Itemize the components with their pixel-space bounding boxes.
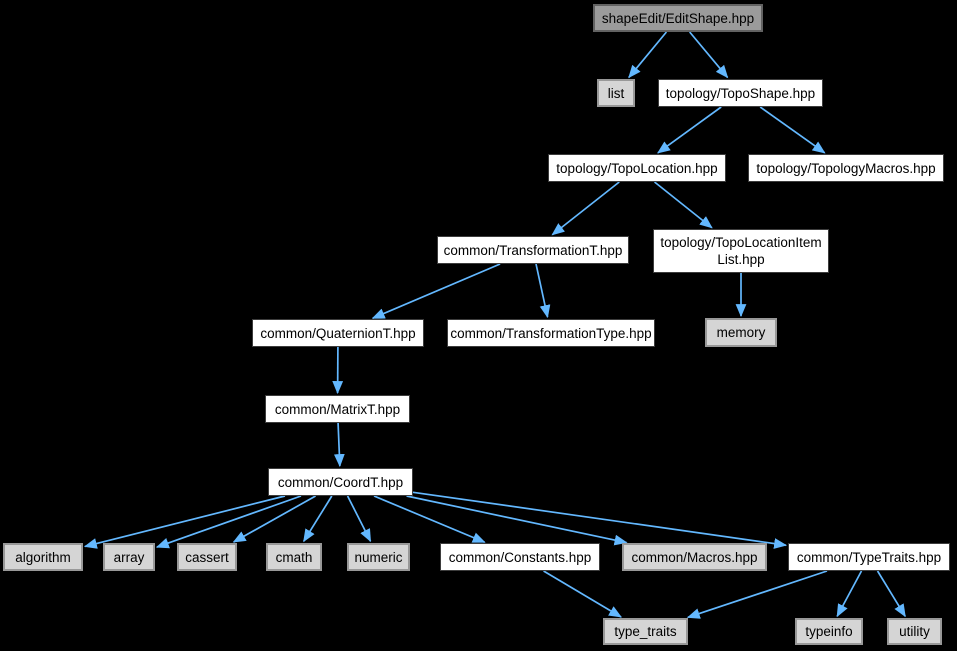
node-label: common/Macros.hpp bbox=[631, 549, 758, 565]
edge-typetraits-to-utility bbox=[876, 570, 906, 618]
edge-transformationt-to-quaterniont bbox=[371, 263, 501, 319]
node-label: typeinfo bbox=[805, 624, 853, 639]
node-common-coordt[interactable]: common/CoordT.hpp bbox=[268, 468, 413, 496]
edge-coordt-to-cassert bbox=[232, 495, 316, 543]
edge-coordt-to-numeric bbox=[346, 495, 372, 543]
node-common-transformationtype[interactable]: common/TransformationType.hpp bbox=[447, 319, 655, 347]
node-common-quaterniont[interactable]: common/QuaternionT.hpp bbox=[252, 319, 424, 347]
node-label: common/TypeTraits.hpp bbox=[796, 549, 942, 565]
node-shapeedit-editshape: shapeEdit/EditShape.hpp bbox=[593, 4, 763, 32]
edge-typetraits-to-type_traits bbox=[686, 570, 828, 619]
node-algorithm: algorithm bbox=[3, 543, 83, 571]
edge-constants-to-type_traits bbox=[543, 570, 622, 618]
node-array: array bbox=[103, 543, 155, 571]
edge-transformationt-to-transformationtype bbox=[535, 263, 551, 319]
edge-editshape-to-toposhape bbox=[689, 31, 729, 79]
edge-coordt-to-macros bbox=[406, 495, 628, 546]
node-topology-toposhape[interactable]: topology/TopoShape.hpp bbox=[658, 79, 823, 107]
node-label: topology/TopoLocationItem List.hpp bbox=[660, 235, 822, 267]
node-label: utility bbox=[899, 624, 930, 639]
node-label: shapeEdit/EditShape.hpp bbox=[601, 10, 755, 26]
node-label: topology/TopologyMacros.hpp bbox=[756, 160, 936, 176]
node-cassert: cassert bbox=[177, 543, 237, 571]
node-label: list bbox=[607, 85, 625, 101]
node-numeric: numeric bbox=[347, 543, 410, 571]
edge-coordt-to-typetraits bbox=[412, 491, 788, 549]
node-label: memory bbox=[716, 325, 766, 340]
edge-coordt-to-algorithm bbox=[83, 495, 286, 549]
node-label: topology/TopoLocation.hpp bbox=[556, 160, 718, 176]
node-common-transformationt[interactable]: common/TransformationT.hpp bbox=[437, 236, 629, 264]
node-label: type_traits bbox=[614, 624, 677, 639]
edge-toposhape-to-topologymacros bbox=[759, 106, 826, 154]
node-label: common/Constants.hpp bbox=[448, 549, 592, 565]
node-label: algorithm bbox=[15, 549, 71, 565]
node-label: common/CoordT.hpp bbox=[277, 474, 404, 490]
node-common-typetraits[interactable]: common/TypeTraits.hpp bbox=[788, 543, 950, 571]
node-common-macros: common/Macros.hpp bbox=[622, 543, 767, 571]
node-common-constants[interactable]: common/Constants.hpp bbox=[440, 543, 600, 571]
edge-coordt-to-constants bbox=[373, 495, 486, 544]
edge-toposhape-to-topolocation bbox=[657, 106, 722, 154]
node-topology-topologymacros[interactable]: topology/TopologyMacros.hpp bbox=[748, 154, 944, 182]
edge-topolocation-to-transformationt bbox=[551, 181, 620, 236]
node-label: common/QuaternionT.hpp bbox=[260, 325, 416, 341]
node-utility: utility bbox=[887, 618, 942, 645]
node-memory: memory bbox=[705, 318, 777, 347]
node-label: cmath bbox=[275, 549, 313, 565]
node-typeinfo: typeinfo bbox=[795, 618, 863, 645]
node-cmath: cmath bbox=[266, 543, 322, 571]
node-topology-topolocation[interactable]: topology/TopoLocation.hpp bbox=[548, 154, 726, 182]
node-topology-topolocationitemlist[interactable]: topology/TopoLocationItem List.hpp bbox=[653, 229, 829, 273]
edge-topolocation-to-topolocationitemlist bbox=[654, 181, 713, 229]
edge-editshape-to-list bbox=[628, 31, 668, 79]
node-type-traits: type_traits bbox=[603, 618, 688, 645]
node-label: array bbox=[113, 549, 145, 565]
node-label: common/MatrixT.hpp bbox=[274, 401, 401, 417]
node-label: topology/TopoShape.hpp bbox=[665, 85, 816, 101]
node-list: list bbox=[597, 79, 635, 107]
node-label: numeric bbox=[354, 549, 403, 565]
edge-coordt-to-array bbox=[155, 495, 302, 549]
node-common-matrixt[interactable]: common/MatrixT.hpp bbox=[265, 395, 410, 423]
edge-coordt-to-cmath bbox=[303, 495, 333, 543]
node-label: cassert bbox=[185, 549, 229, 565]
node-label: common/TransformationT.hpp bbox=[443, 242, 623, 258]
edge-matrixt-to-coordt bbox=[333, 422, 345, 468]
edge-typetraits-to-typeinfo bbox=[836, 570, 863, 618]
node-label: common/TransformationType.hpp bbox=[450, 325, 652, 341]
